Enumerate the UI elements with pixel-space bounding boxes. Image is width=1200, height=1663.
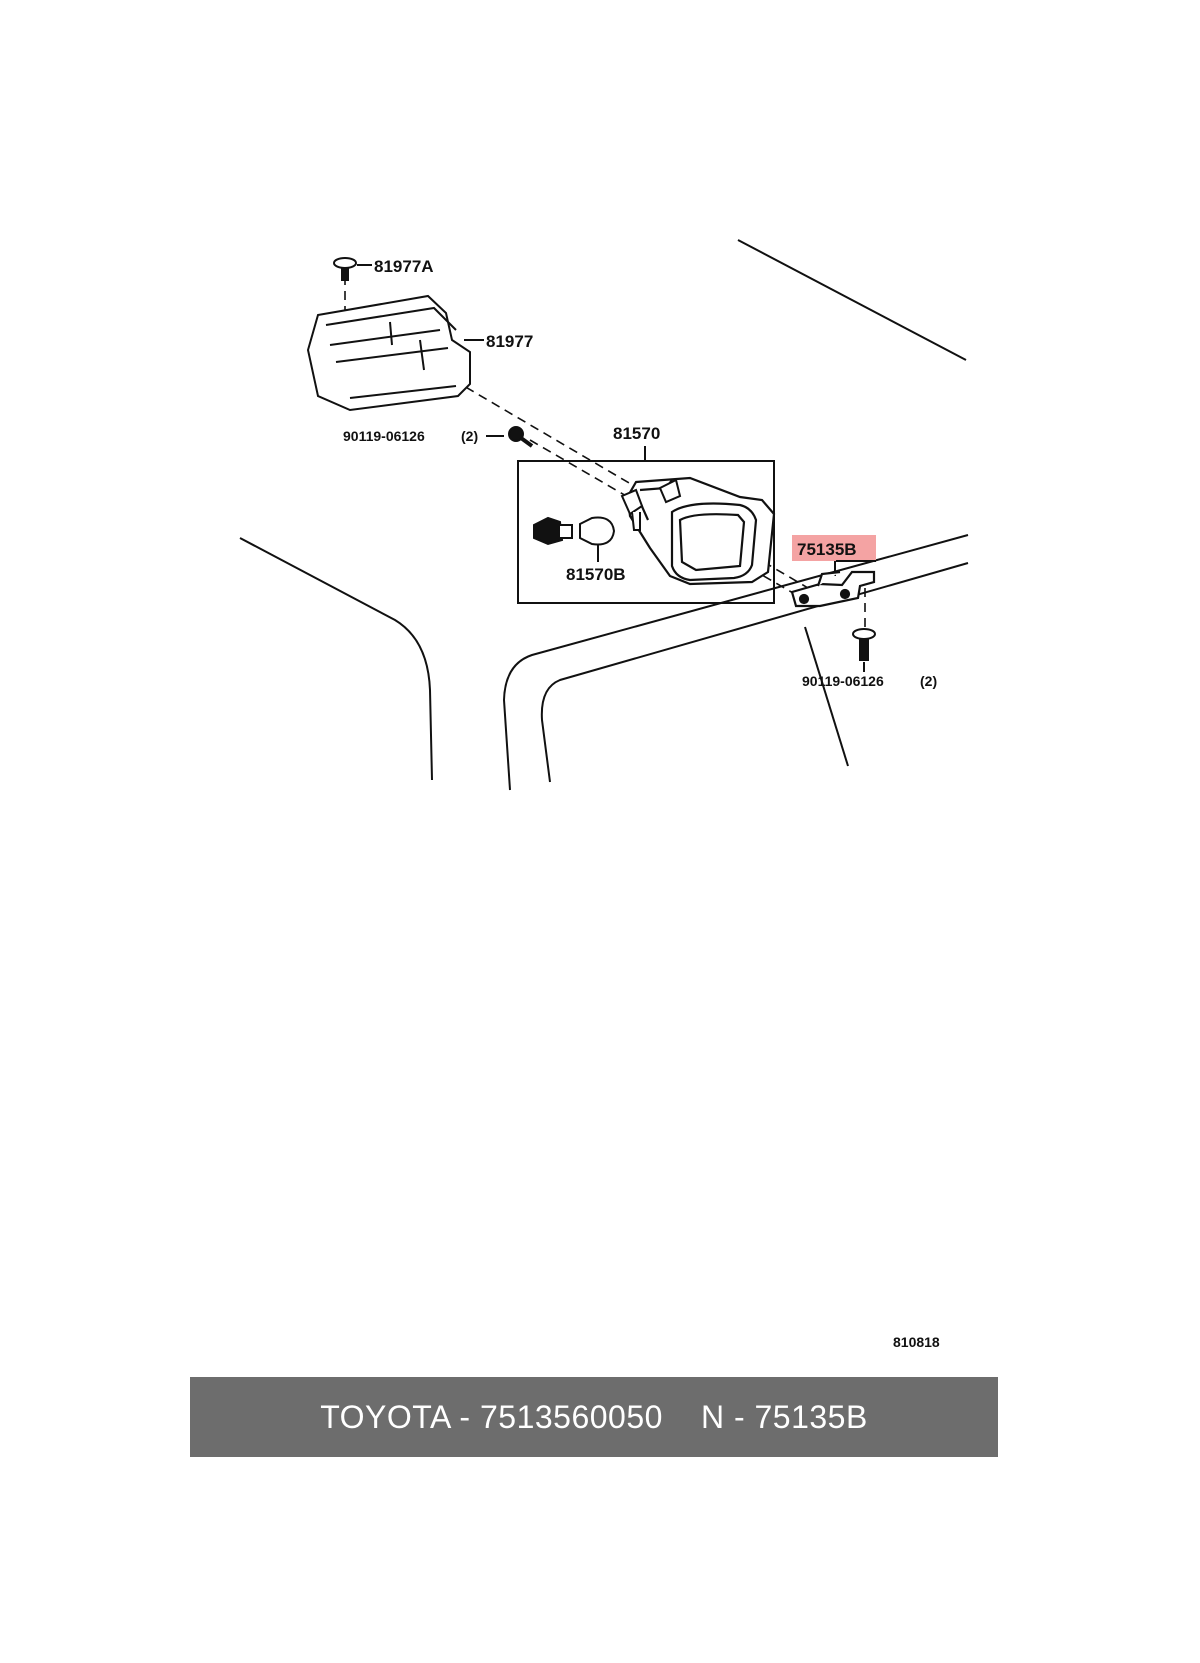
figure-code: 810818 <box>893 1334 940 1350</box>
label-screw-right: 90119-06126 <box>802 673 884 689</box>
part-ref-text: N - 75135B <box>700 1398 868 1435</box>
label-81977a: 81977A <box>374 257 434 276</box>
label-screw-right-qty: (2) <box>920 673 937 689</box>
label-75135b: 75135B <box>797 540 857 559</box>
cover-81977 <box>306 294 471 412</box>
label-81570b: 81570B <box>566 565 626 584</box>
label-screw-left-qty: (2) <box>461 428 478 444</box>
label-highlight-75135b <box>792 535 876 561</box>
part-footer-bar: TOYOTA - 7513560050 N - 75135B <box>190 1377 998 1457</box>
screw-right-icon <box>852 628 876 661</box>
vehicle-body-outline <box>239 239 969 791</box>
bulb-81570b-icon <box>579 516 616 546</box>
bracket-75135b <box>790 570 876 608</box>
bulb-socket-icon <box>533 516 573 546</box>
fog-lamp-housing <box>626 476 776 586</box>
lamp-mount-tabs <box>620 478 682 531</box>
label-81977: 81977 <box>486 332 533 351</box>
screw-81977a-icon <box>333 257 357 281</box>
lamp-assembly-box <box>517 460 775 604</box>
leader-81570 <box>520 446 772 462</box>
part-number-text: TOYOTA - 7513560050 <box>320 1398 663 1435</box>
label-screw-left: 90119-06126 <box>343 428 425 444</box>
screw-left-icon <box>508 426 534 448</box>
label-81570: 81570 <box>613 424 660 443</box>
